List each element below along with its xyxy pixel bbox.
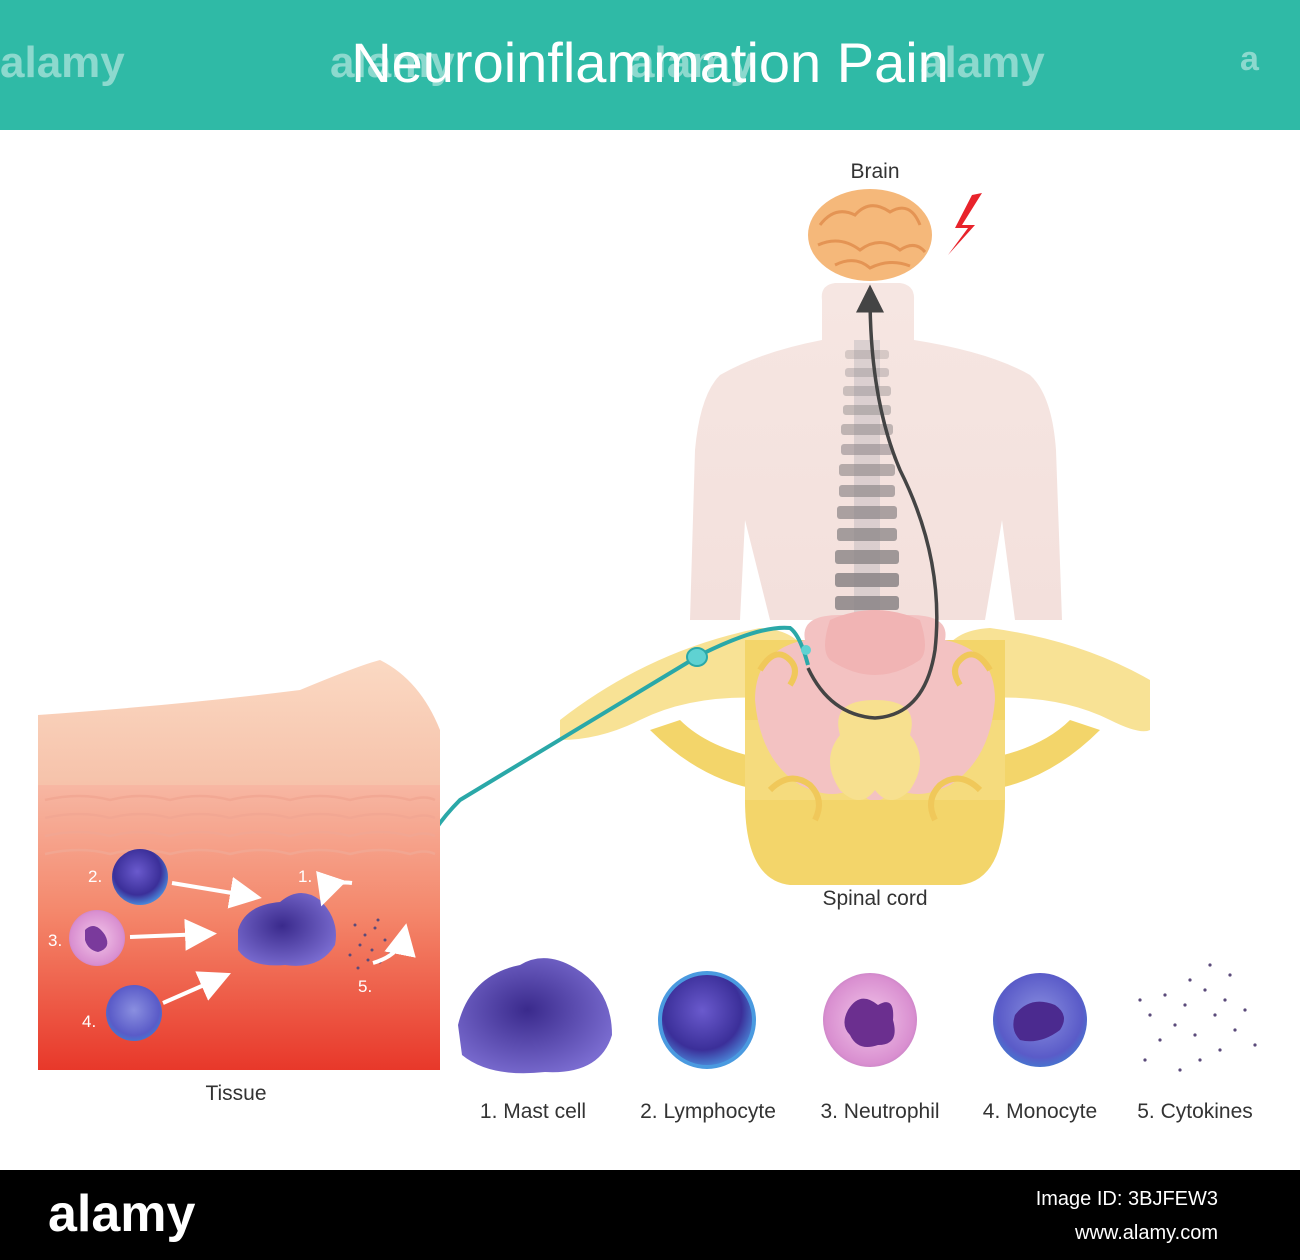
legend-label-cytokines: 5. Cytokines [1137,1100,1253,1123]
tissue-marker-1: 1. [298,867,312,886]
title-banner: alamy alamy alamy alamy a Neuroinflammat… [0,0,1300,130]
neutrophil-icon [823,973,917,1067]
legend-label-lymphocyte: 2. Lymphocyte [640,1100,776,1123]
page-title: Neuroinflammation Pain [351,31,949,94]
neuroinflammation-diagram: 1. 2. 3. 4. 5. Brain Spinal cord Tissue … [38,160,1257,1123]
footer-bar: alamy Image ID: 3BJFEW3 www.alamy.com [0,1170,1300,1260]
tissue-marker-3: 3. [48,931,62,950]
image-id: Image ID: 3BJFEW3 [1035,1188,1218,1210]
lymphocyte-icon [658,971,756,1069]
tissue-marker-2: 2. [88,867,102,886]
brain-icon [808,189,932,281]
cell-migration-arrows [129,870,416,1005]
mast-cell-icon [458,958,612,1074]
ascending-signal-arrow [806,284,939,720]
watermark: a [1240,40,1259,78]
tissue-mast-cell [238,892,336,966]
tissue-block [38,660,440,1070]
watermark: alamy [630,38,755,87]
legend-label-mast-cell: 1. Mast cell [480,1100,586,1123]
alamy-logo: alamy [48,1185,196,1243]
spinal-cord-label: Spinal cord [822,887,927,910]
tissue-lymphocyte [112,849,168,905]
tissue-marker-4: 4. [82,1012,96,1031]
pain-bolt-icon [948,193,982,255]
legend-label-neutrophil: 3. Neutrophil [820,1100,939,1123]
spinal-cord-section [560,610,1150,885]
watermark: alamy [0,38,125,87]
tissue-label: Tissue [205,1082,266,1105]
site-url: www.alamy.com [1075,1222,1218,1244]
monocyte-icon [993,973,1087,1067]
tissue-marker-5: 5. [358,977,372,996]
legend-label-monocyte: 4. Monocyte [983,1100,1097,1123]
cytokines-icon [1138,963,1257,1072]
tissue-monocyte [106,985,162,1041]
watermark: alamy [330,38,455,87]
brain-label: Brain [850,160,899,183]
tissue-neutrophil [69,910,125,966]
watermark: alamy [920,38,1045,87]
